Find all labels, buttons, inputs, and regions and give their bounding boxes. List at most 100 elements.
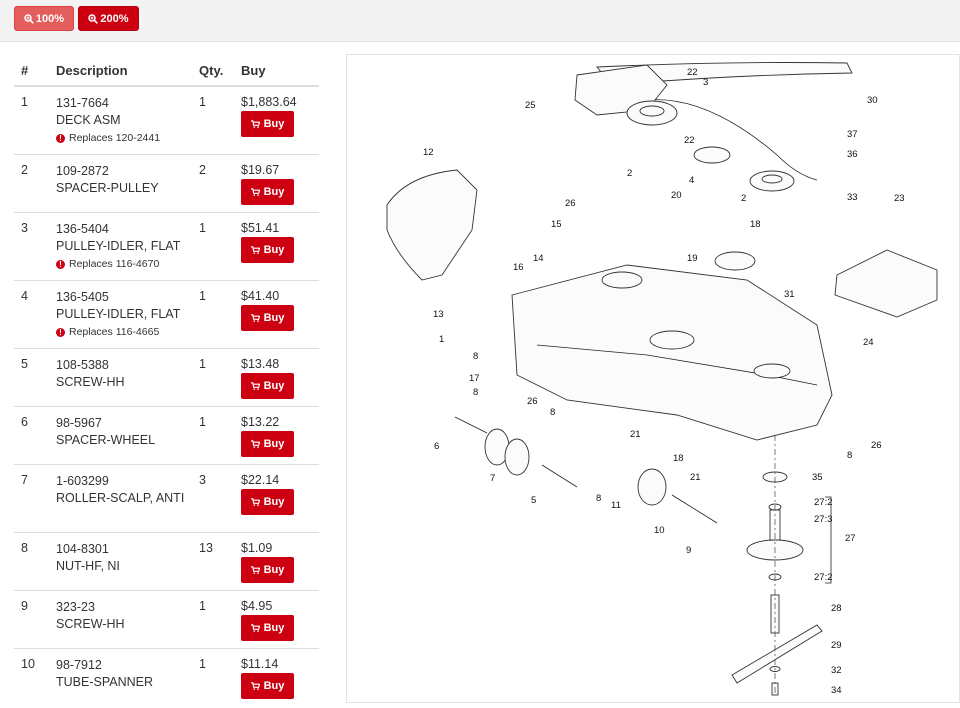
callout-label: 19 bbox=[687, 253, 698, 264]
buy-label: Buy bbox=[263, 621, 285, 634]
buy-button[interactable]: Buy bbox=[241, 488, 294, 515]
buy-button[interactable]: Buy bbox=[241, 430, 294, 457]
part-number: 323-23 bbox=[56, 599, 95, 614]
zoom-100-button[interactable]: 100% bbox=[14, 6, 74, 31]
part-price: $4.95 bbox=[241, 598, 273, 613]
callout-label: 30 bbox=[867, 95, 878, 106]
callout-label: 8 bbox=[473, 387, 478, 398]
buy-button[interactable]: Buy bbox=[241, 178, 294, 205]
row-number: 4 bbox=[14, 279, 56, 348]
callout-label: 20 bbox=[671, 190, 682, 201]
callout-label: 16 bbox=[513, 262, 524, 273]
row-qty: 2 bbox=[199, 153, 241, 212]
part-number: 1-603299 bbox=[56, 473, 109, 488]
callout-label: 8 bbox=[596, 493, 601, 504]
buy-label: Buy bbox=[263, 311, 285, 324]
callout-label: 32 bbox=[831, 665, 842, 676]
callout-label: 9 bbox=[686, 545, 691, 556]
buy-button[interactable]: Buy bbox=[241, 614, 294, 641]
callout-label: 28 bbox=[831, 603, 842, 614]
buy-button[interactable]: Buy bbox=[241, 304, 294, 331]
exclamation-icon: ! bbox=[56, 134, 65, 143]
part-price: $13.22 bbox=[241, 414, 280, 429]
callout-label: 14 bbox=[533, 253, 544, 264]
cart-icon bbox=[250, 623, 260, 632]
deck-shape bbox=[511, 264, 833, 441]
cart-icon bbox=[250, 120, 260, 128]
callout-label: 25 bbox=[525, 100, 536, 111]
part-price: $19.67 bbox=[241, 162, 280, 177]
bolt-line bbox=[671, 494, 718, 524]
row-qty: 1 bbox=[199, 589, 241, 648]
callout-label: 7 bbox=[490, 473, 495, 484]
callout-label: 1 bbox=[439, 334, 444, 345]
callout-label: 18 bbox=[750, 219, 761, 230]
group-bracket bbox=[825, 496, 832, 584]
buy-label: Buy bbox=[263, 563, 285, 576]
spindle-opening bbox=[753, 363, 791, 379]
header-buy: Buy bbox=[241, 55, 319, 87]
cart-icon bbox=[250, 497, 260, 506]
bolt-line bbox=[541, 464, 578, 488]
callout-label: 11 bbox=[611, 500, 621, 511]
part-price: $22.14 bbox=[241, 472, 280, 487]
buy-label: Buy bbox=[263, 379, 285, 392]
part-name: SPACER-PULLEY bbox=[56, 180, 159, 195]
spindle-pulley-shape bbox=[601, 271, 643, 289]
callout-label: 33 bbox=[847, 192, 858, 203]
callout-label: 2 bbox=[627, 168, 632, 179]
callout-label: 6 bbox=[434, 441, 439, 452]
belt-shield-shape bbox=[386, 169, 478, 281]
cart-icon bbox=[250, 439, 260, 448]
part-number: 136-5404 bbox=[56, 221, 109, 236]
spindle-pulley-shape bbox=[649, 330, 695, 350]
buy-button[interactable]: Buy bbox=[241, 672, 294, 699]
belt-line bbox=[646, 99, 818, 181]
cart-icon bbox=[250, 381, 260, 390]
buy-button[interactable]: Buy bbox=[241, 111, 294, 137]
part-name: NUT-HF, NI bbox=[56, 558, 120, 573]
part-price: $1.09 bbox=[241, 540, 273, 555]
callout-label: 4 bbox=[689, 175, 694, 186]
buy-button[interactable]: Buy bbox=[241, 236, 294, 263]
callout-label: 26 bbox=[565, 198, 576, 209]
zoom-200-button[interactable]: 200% bbox=[78, 6, 139, 31]
part-price: $11.14 bbox=[241, 656, 279, 671]
blade-shape bbox=[731, 624, 823, 684]
callout-label: 8 bbox=[473, 351, 478, 362]
row-number: 1 bbox=[14, 85, 56, 154]
callout-label: 8 bbox=[847, 450, 852, 461]
buy-button[interactable]: Buy bbox=[241, 372, 294, 399]
zoom-toolbar: 100% 200% bbox=[0, 0, 960, 42]
part-name: PULLEY-IDLER, FLAT bbox=[56, 238, 181, 253]
zoom-in-icon bbox=[24, 13, 34, 24]
buy-label: Buy bbox=[263, 495, 285, 508]
part-name: PULLEY-IDLER, FLAT bbox=[56, 306, 181, 321]
row-qty: 1 bbox=[199, 85, 241, 154]
row-number: 2 bbox=[14, 153, 56, 212]
callout-label: 37 bbox=[847, 129, 858, 140]
part-number: 98-7912 bbox=[56, 657, 102, 672]
roller-shape bbox=[504, 438, 530, 476]
buy-button[interactable]: Buy bbox=[241, 556, 294, 583]
zoom-100-label: 100% bbox=[35, 12, 65, 25]
zoom-200-label: 200% bbox=[100, 12, 129, 25]
header-description: Description bbox=[56, 55, 199, 87]
pulley-shape bbox=[693, 146, 731, 164]
callout-label: 27:2 bbox=[814, 572, 833, 583]
part-number: 131-7664 bbox=[56, 96, 109, 110]
replaces-text: Replaces 116-4670 bbox=[69, 257, 160, 270]
